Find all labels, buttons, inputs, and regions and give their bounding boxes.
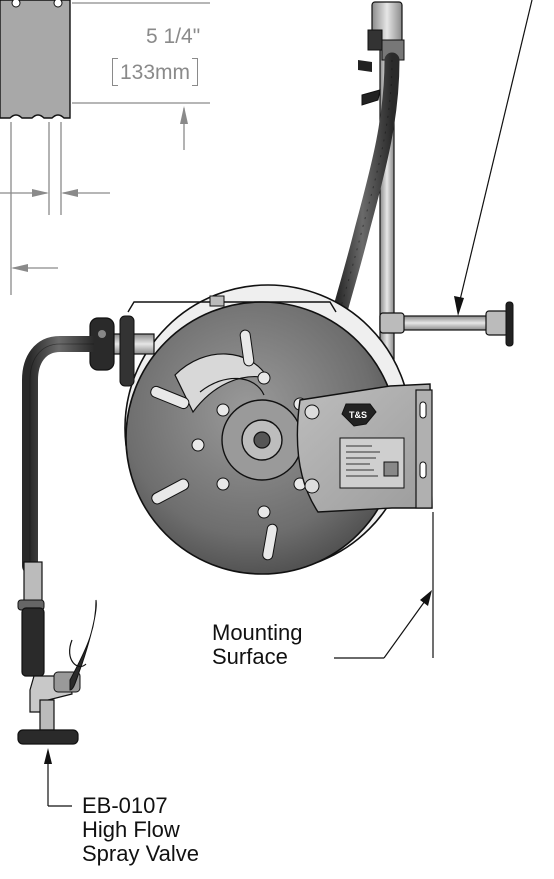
mounting-bracket-detail [0, 0, 71, 119]
dimension-lines [0, 2, 210, 295]
spray-valve-arrow [44, 748, 52, 764]
swing-arm [379, 301, 514, 347]
brand-logo-text: T&S [349, 410, 367, 420]
spray-valve [17, 561, 97, 745]
mounting-surface-line-2: Surface [212, 644, 288, 669]
mounting-surface-line [334, 512, 434, 659]
spray-valve-line-2: High Flow [82, 817, 180, 842]
dimension-metric: 133mm [120, 60, 191, 84]
spray-valve-line-3: Spray Valve [82, 841, 199, 866]
dimension-bracket-left [112, 58, 118, 86]
mounting-surface-arrow [420, 590, 432, 606]
top-leader-line [459, 0, 533, 301]
mounting-surface-label: Mounting Surface [212, 621, 303, 669]
dimension-metric-group: 133mm [112, 58, 199, 86]
mounting-plate [296, 383, 433, 513]
spray-valve-label: EB-0107 High Flow Spray Valve [82, 794, 199, 866]
dimension-bracket-right [192, 58, 199, 86]
mounting-surface-line-1: Mounting [212, 620, 303, 645]
spray-valve-model: EB-0107 [82, 793, 168, 818]
reel-frame-bar [127, 295, 337, 313]
brand-logo [341, 403, 377, 427]
top-leader-arrow [454, 296, 464, 316]
pre-rinse-hose [22, 336, 102, 574]
spray-valve-leader [47, 760, 72, 807]
dimension-imperial: 5 1/4" [146, 25, 201, 48]
